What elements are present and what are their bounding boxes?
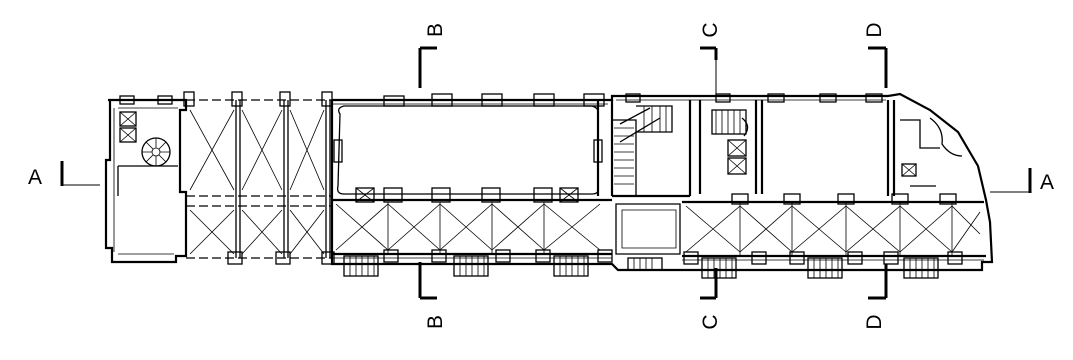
section-marker-d-top: D [863, 22, 888, 88]
building-outline [104, 92, 994, 272]
section-marker-a-left: A [28, 161, 100, 189]
west-block-details [117, 111, 178, 196]
north-pilasters [119, 93, 883, 107]
east-room-details [900, 117, 963, 187]
section-label-c-top: C [699, 22, 722, 37]
section-label-c-bottom: C [699, 314, 722, 329]
south-stairs [343, 255, 939, 279]
corridor-vaults [335, 202, 981, 256]
section-marker-a-right: A [990, 168, 1054, 194]
section-label-d-top: D [863, 22, 886, 37]
section-marker-c-top: C [699, 22, 722, 100]
section-label-d-bottom: D [863, 314, 886, 329]
section-label-b-top: B [424, 23, 447, 37]
section-label-a-left: A [28, 166, 42, 189]
east-service-stair [711, 109, 749, 175]
central-stairs [611, 105, 673, 196]
west-wing-vaults [183, 91, 335, 265]
hall-columns [333, 139, 603, 203]
section-label-a-right: A [1040, 171, 1054, 194]
section-marker-b-top: B [418, 23, 447, 88]
south-buttresses [383, 249, 963, 265]
section-label-b-bottom: B [424, 315, 447, 329]
section-marker-d-bottom: D [863, 264, 888, 330]
section-marker-c-bottom: C [699, 268, 722, 330]
section-marker-b-bottom: B [418, 262, 447, 329]
east-corridor-piers [731, 193, 957, 205]
